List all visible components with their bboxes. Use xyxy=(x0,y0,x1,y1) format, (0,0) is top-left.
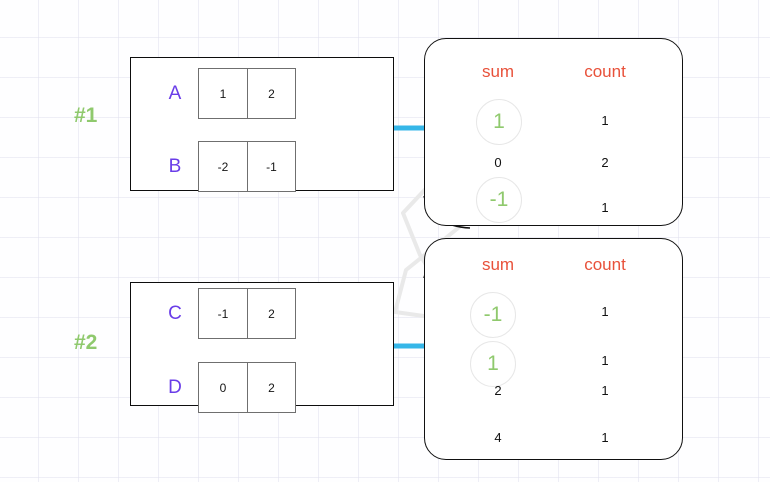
cell-a-1: 2 xyxy=(247,69,295,118)
agg-2-count-value-0: 1 xyxy=(601,304,609,319)
aggregate-panel-2 xyxy=(424,238,683,460)
cell-a-0: 1 xyxy=(219,86,227,101)
partition-row-a: A 1 2 xyxy=(152,68,296,119)
agg-1-sum-value-2: -1 xyxy=(476,177,522,223)
partition-row-c: C -1 2 xyxy=(152,288,296,339)
agg-2-header-count: count xyxy=(584,255,626,274)
value-pair-a: 1 2 xyxy=(198,68,296,119)
agg-1-count-value-1: 2 xyxy=(601,155,609,170)
agg-1-sum-value-1: 0 xyxy=(494,155,502,170)
value-pair-b: -2 -1 xyxy=(198,141,296,192)
step-label-1: #1 xyxy=(74,104,98,127)
agg-1-count-value-0: 1 xyxy=(601,113,609,128)
value-pair-d: 0 2 xyxy=(198,362,296,413)
aggregate-panel-1 xyxy=(424,38,683,226)
cell-b-1: -1 xyxy=(247,142,295,191)
row-key-d: D xyxy=(168,376,182,398)
cell-d-1: 2 xyxy=(247,363,295,412)
agg-2-count-value-3: 1 xyxy=(601,430,609,445)
agg-2-sum-value-3: 4 xyxy=(494,430,502,445)
agg-1-count-value-2: 1 xyxy=(601,200,609,215)
agg-2-sum-value-2: 2 xyxy=(494,383,502,398)
cell-d-0: 0 xyxy=(219,380,227,395)
agg-1-header-count: count xyxy=(584,62,626,81)
agg-1-sum-value-0: 1 xyxy=(476,99,522,145)
partition-row-d: D 0 2 xyxy=(152,362,296,413)
agg-2-count-value-1: 1 xyxy=(601,353,609,368)
row-key-c: C xyxy=(168,302,182,324)
cell-c-0: -1 xyxy=(217,306,229,321)
agg-2-count-value-2: 1 xyxy=(601,383,609,398)
agg-1-header-sum: sum xyxy=(481,62,515,81)
cell-c-1: 2 xyxy=(247,289,295,338)
agg-2-header-sum: sum xyxy=(481,255,515,274)
agg-2-sum-value-0: -1 xyxy=(470,292,516,338)
value-pair-c: -1 2 xyxy=(198,288,296,339)
row-key-b: B xyxy=(168,155,182,177)
cell-b-0: -2 xyxy=(217,159,229,174)
partition-row-b: B -2 -1 xyxy=(152,141,296,192)
step-label-2: #2 xyxy=(74,331,98,354)
row-key-a: A xyxy=(168,82,182,104)
agg-2-sum-value-1: 1 xyxy=(470,341,516,387)
